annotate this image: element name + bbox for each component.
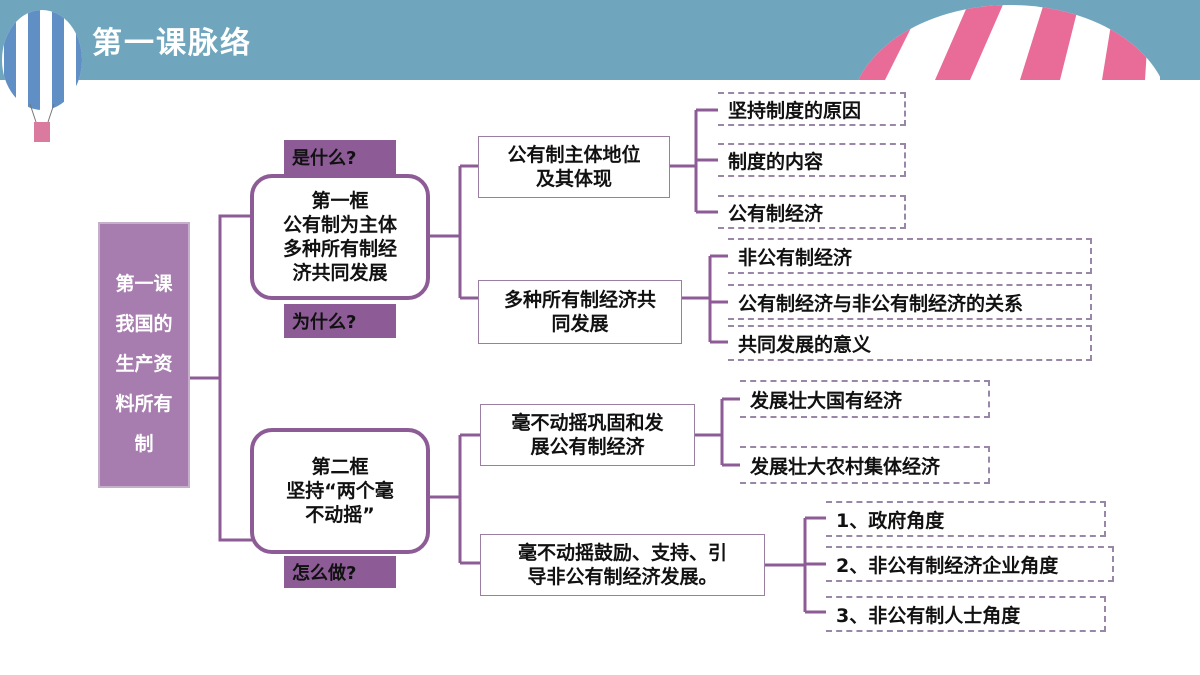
branch-multi-ownership-label: 多种所有制经济共 同发展 <box>503 289 656 335</box>
balloon-left-icon <box>2 10 82 142</box>
leaf-reason: 坚持制度的原因 <box>718 92 906 126</box>
branch-encourage-nonpublic-label: 毫不动摇鼓励、支持、引 导非公有制经济发展。 <box>517 542 727 588</box>
tag-how-label: 怎么做? <box>292 563 357 584</box>
leaf-rural-collective-label: 发展壮大农村集体经济 <box>750 455 941 478</box>
branch-encourage-nonpublic: 毫不动摇鼓励、支持、引 导非公有制经济发展。 <box>480 534 765 596</box>
branch-public-dominance: 公有制主体地位 及其体现 <box>478 136 670 198</box>
tag-what-label: 是什么? <box>292 148 357 169</box>
leaf-content-label: 制度的内容 <box>728 150 824 173</box>
tag-why-label: 为什么? <box>292 312 357 333</box>
leaf-personnel-label: 3、非公有制人士角度 <box>836 604 1021 627</box>
leaf-enterprise: 2、非公有制经济企业角度 <box>826 546 1114 582</box>
branch-multi-ownership: 多种所有制经济共 同发展 <box>478 280 682 344</box>
root-scroll: 第一课 我国的 生产资 料所有 制 <box>98 222 190 488</box>
leaf-government-label: 1、政府角度 <box>836 509 945 532</box>
leaf-rural-collective: 发展壮大农村集体经济 <box>740 446 990 484</box>
tag-what: 是什么? <box>284 140 396 174</box>
leaf-significance: 共同发展的意义 <box>728 325 1092 361</box>
leaf-relationship: 公有制经济与非公有制经济的关系 <box>728 284 1092 320</box>
balloon-right-icon <box>850 5 1160 80</box>
root-label: 第一课 我国的 生产资 料所有 制 <box>115 273 173 455</box>
frame2-label: 第二框 坚持“两个毫 不动摇” <box>286 456 394 526</box>
leaf-public-economy-label: 公有制经济 <box>728 202 824 225</box>
leaf-state-economy: 发展壮大国有经济 <box>740 380 990 418</box>
leaf-personnel: 3、非公有制人士角度 <box>826 596 1106 632</box>
tag-why: 为什么? <box>284 304 396 338</box>
frame2-node: 第二框 坚持“两个毫 不动摇” <box>250 428 430 554</box>
leaf-nonpublic-economy-label: 非公有制经济 <box>738 246 853 269</box>
leaf-reason-label: 坚持制度的原因 <box>728 99 862 122</box>
leaf-public-economy: 公有制经济 <box>718 195 906 229</box>
leaf-relationship-label: 公有制经济与非公有制经济的关系 <box>738 292 1024 315</box>
leaf-state-economy-label: 发展壮大国有经济 <box>750 389 903 412</box>
branch-consolidate-public: 毫不动摇巩固和发 展公有制经济 <box>480 404 695 466</box>
tag-how: 怎么做? <box>284 556 396 588</box>
leaf-enterprise-label: 2、非公有制经济企业角度 <box>836 554 1059 577</box>
leaf-content: 制度的内容 <box>718 143 906 177</box>
branch-consolidate-public-label: 毫不动摇巩固和发 展公有制经济 <box>511 412 664 458</box>
leaf-nonpublic-economy: 非公有制经济 <box>728 238 1092 274</box>
branch-public-dominance-label: 公有制主体地位 及其体现 <box>507 144 641 190</box>
leaf-significance-label: 共同发展的意义 <box>738 333 872 356</box>
page-title: 第一课脉络 <box>92 26 252 61</box>
frame1-node: 第一框 公有制为主体 多种所有制经 济共同发展 <box>250 174 430 300</box>
leaf-government: 1、政府角度 <box>826 501 1106 537</box>
frame1-label: 第一框 公有制为主体 多种所有制经 济共同发展 <box>282 190 397 284</box>
